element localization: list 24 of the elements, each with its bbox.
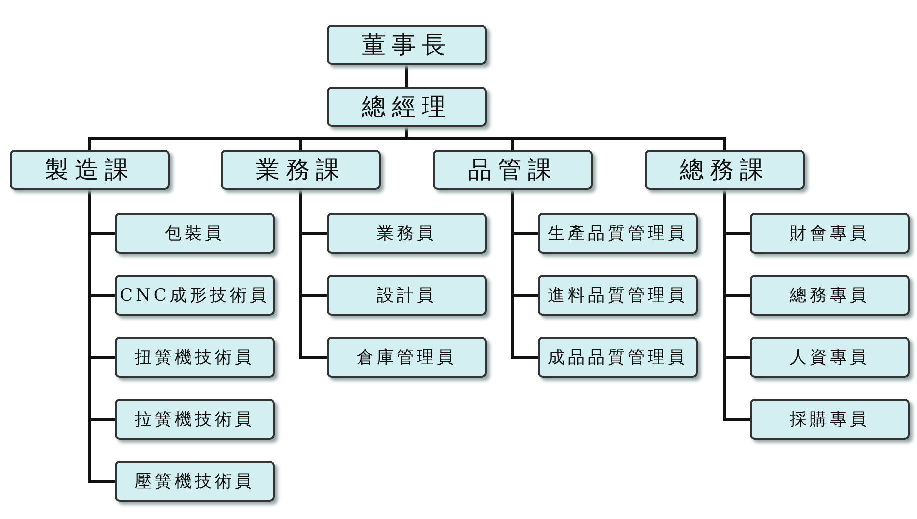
position-box: 財會專員 — [750, 213, 910, 254]
position-box: 總經理 — [327, 87, 487, 127]
position-box: 總務課 — [645, 150, 805, 190]
position-box: 總務專員 — [750, 275, 910, 316]
connector-line — [406, 127, 726, 150]
position-box: 製造課 — [10, 150, 170, 190]
position-box: 拉簧機技術員 — [115, 399, 275, 440]
position-box: 進料品質管理員 — [538, 275, 698, 316]
connector-line — [88, 190, 115, 483]
position-box: 壓簧機技術員 — [115, 461, 275, 502]
position-box: 倉庫管理員 — [327, 337, 487, 378]
connector-line — [406, 65, 408, 87]
position-box: 扭簧機技術員 — [115, 337, 275, 378]
position-box: 成品品質管理員 — [538, 337, 698, 378]
position-box: 董事長 — [327, 25, 487, 65]
position-box: 包裝員 — [115, 213, 275, 254]
position-box: 生產品質管理員 — [538, 213, 698, 254]
position-box: CNC成形技術員 — [115, 275, 275, 316]
position-box: 品管課 — [433, 150, 593, 190]
position-box: 業務員 — [327, 213, 487, 254]
position-box: 業務課 — [221, 150, 381, 190]
position-box: 設計員 — [327, 275, 487, 316]
position-box: 採購專員 — [750, 399, 910, 440]
position-box: 人資專員 — [750, 337, 910, 378]
